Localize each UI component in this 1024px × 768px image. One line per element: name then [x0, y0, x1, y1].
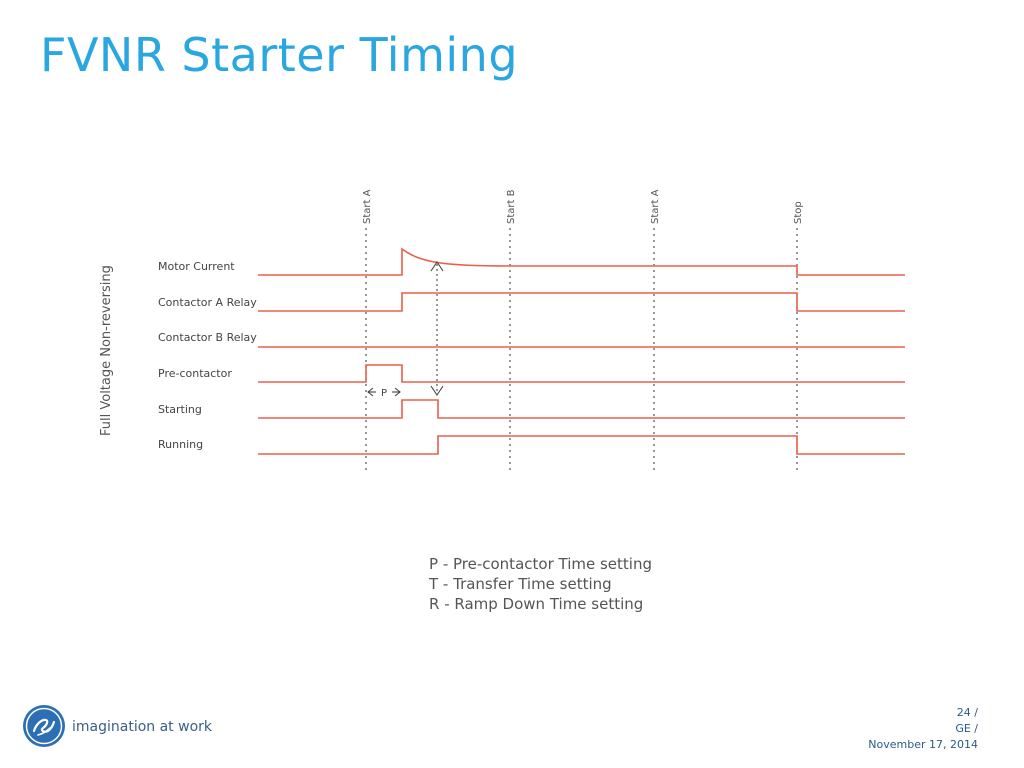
signal-label-running: Running [158, 438, 203, 451]
footer-date: November 17, 2014 [868, 738, 978, 751]
ge-logo [23, 705, 65, 747]
side-label: Full Voltage Non-reversing [99, 265, 114, 436]
transfer-arrow-head-down [430, 385, 444, 396]
event-label-start-b: Start B [506, 189, 517, 224]
legend: P - Pre-contactor Time setting T - Trans… [429, 554, 652, 614]
footer-info: 24 / GE / November 17, 2014 [868, 705, 978, 753]
event-label-start-a-2: Start A [650, 189, 661, 224]
footer-org: GE / [955, 722, 978, 735]
trace-starting [258, 399, 905, 419]
p-arrow-right [394, 387, 401, 397]
signal-label-contactor-a: Contactor A Relay [158, 296, 257, 309]
legend-item-r: R - Ramp Down Time setting [429, 595, 644, 613]
legend-item-p: P - Pre-contactor Time setting [429, 555, 652, 573]
trace-motor-current [258, 247, 905, 276]
footer-tagline: imagination at work [72, 719, 212, 735]
timing-diagram: Full Voltage Non-reversing Start A Start… [99, 189, 905, 472]
signal-label-contactor-b: Contactor B Relay [158, 331, 257, 344]
event-label-stop: Stop [793, 201, 804, 224]
p-interval-label: P [381, 388, 387, 399]
signal-label-motor-current: Motor Current [158, 260, 235, 273]
signal-label-starting: Starting [158, 403, 202, 416]
trace-running [258, 435, 905, 455]
page-number: 24 / [956, 706, 978, 719]
trace-pre-contactor [258, 364, 905, 383]
signal-label-pre-contactor: Pre-contactor [158, 367, 232, 380]
slide-title: FVNR Starter Timing [40, 28, 519, 82]
event-label-start-a-1: Start A [362, 189, 373, 224]
legend-item-t: T - Transfer Time setting [429, 575, 612, 593]
transfer-arrow-head-up [430, 261, 444, 272]
trace-contactor-a [258, 292, 905, 312]
